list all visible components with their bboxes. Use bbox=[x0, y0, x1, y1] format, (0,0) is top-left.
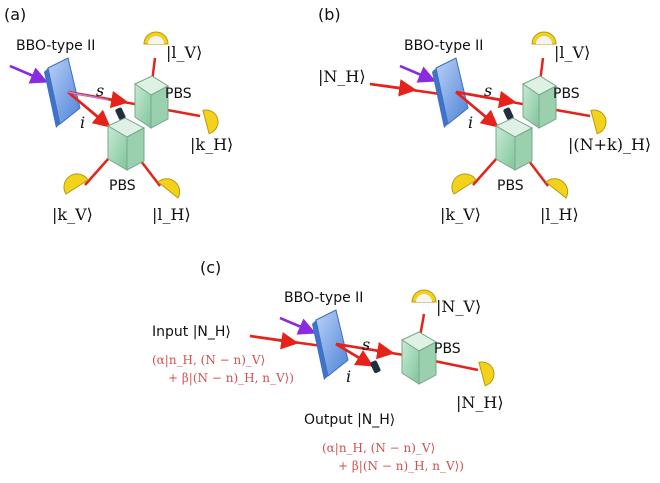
panel-b-detector-lh bbox=[545, 178, 569, 199]
panel-c-input-state-line1: (α|n_H, (N − n)_V⟩ bbox=[152, 353, 265, 367]
panel-a-crystal-label: BBO-type II bbox=[16, 38, 95, 54]
panel-b-input-ket: |N_H⟩ bbox=[318, 67, 366, 86]
panel-b-ket-lv: |l_V⟩ bbox=[554, 43, 590, 62]
panel-b-ket-out: |(N+k)_H⟩ bbox=[568, 135, 651, 154]
panel-c-ket-nv: |N_V⟩ bbox=[436, 297, 481, 316]
panel-b-crystal-label: BBO-type II bbox=[404, 38, 483, 54]
panel-b-tag: (b) bbox=[318, 5, 341, 24]
panel-a-pbs-top-label: PBS bbox=[165, 86, 192, 102]
panel-c-pbs bbox=[400, 331, 438, 385]
panel-a-detector-kh bbox=[202, 109, 219, 135]
panel-c-filter bbox=[370, 360, 381, 374]
panel-a-detector-kv bbox=[63, 173, 89, 195]
panel-b-bbo-crystal bbox=[432, 57, 469, 128]
panel-c-ket-nh: |N_H⟩ bbox=[456, 393, 504, 412]
panel-b: (b) BBO-type II |N_H⟩ s i PBS bbox=[318, 5, 651, 224]
panel-a-pbs-bottom bbox=[106, 117, 146, 171]
panel-b-filter bbox=[503, 107, 514, 121]
panel-a-filter bbox=[115, 107, 126, 121]
panel-c-input-state-line2: + β|(N − n)_H, n_V⟩) bbox=[168, 371, 294, 385]
panel-c-tag: (c) bbox=[200, 258, 221, 277]
panel-b-ket-lh: |l_H⟩ bbox=[540, 205, 579, 224]
panel-a: (a) BBO-type II s i PBS bbox=[4, 5, 233, 224]
panel-c-bbo-crystal bbox=[312, 309, 349, 380]
panel-b-ket-kv: |k_V⟩ bbox=[440, 205, 481, 224]
panel-b-pbs-bottom-label: PBS bbox=[497, 178, 524, 194]
panel-c-detector-nh bbox=[478, 361, 495, 387]
panel-c-input-label: Input |N_H⟩ bbox=[152, 324, 231, 340]
panel-a-pbs-bottom-label: PBS bbox=[109, 178, 136, 194]
panel-c-crystal-label: BBO-type II bbox=[284, 290, 363, 306]
panel-b-pbs-top bbox=[521, 75, 558, 129]
panel-b-idler-label: i bbox=[468, 113, 473, 132]
panel-a-pump-arrow bbox=[9, 64, 49, 84]
panel-a-tag: (a) bbox=[4, 5, 26, 24]
panel-a-signal-label: s bbox=[96, 81, 104, 100]
panel-b-detector-out bbox=[590, 109, 607, 135]
panel-a-pbs-top bbox=[133, 75, 170, 129]
panel-a-ket-kh: |k_H⟩ bbox=[190, 135, 233, 154]
panel-a-detector-lh bbox=[157, 178, 181, 199]
panel-c-output-state-line1: (α|n_H, (N − n)_V⟩ bbox=[322, 441, 435, 455]
panel-c-output-state-line2: + β|(N − n)_H, n_V⟩) bbox=[338, 459, 464, 473]
panel-c-detector-nv bbox=[411, 289, 437, 303]
panel-a-detector-lv bbox=[143, 31, 169, 45]
panel-c-output-label: Output |N_H⟩ bbox=[304, 412, 395, 428]
panel-c-signal-label: s bbox=[362, 335, 370, 354]
panel-b-pbs-bottom bbox=[494, 117, 534, 171]
panel-a-ket-lv: |l_V⟩ bbox=[166, 43, 202, 62]
panel-a-idler-label: i bbox=[80, 113, 85, 132]
panel-a-bbo-crystal bbox=[44, 57, 81, 128]
panel-b-signal-label: s bbox=[484, 81, 492, 100]
panel-c: (c) BBO-type II Input |N_H⟩ (α|n_H, (N −… bbox=[152, 258, 504, 473]
panel-c-idler-label: i bbox=[346, 367, 351, 386]
panel-a-ket-kv: |k_V⟩ bbox=[52, 205, 93, 224]
panel-b-detector-kv bbox=[451, 173, 477, 195]
panel-b-detector-lv bbox=[531, 31, 557, 45]
panel-a-ket-lh: |l_H⟩ bbox=[152, 205, 191, 224]
panel-c-pbs-label: PBS bbox=[434, 341, 461, 357]
panel-b-pbs-top-label: PBS bbox=[553, 86, 580, 102]
